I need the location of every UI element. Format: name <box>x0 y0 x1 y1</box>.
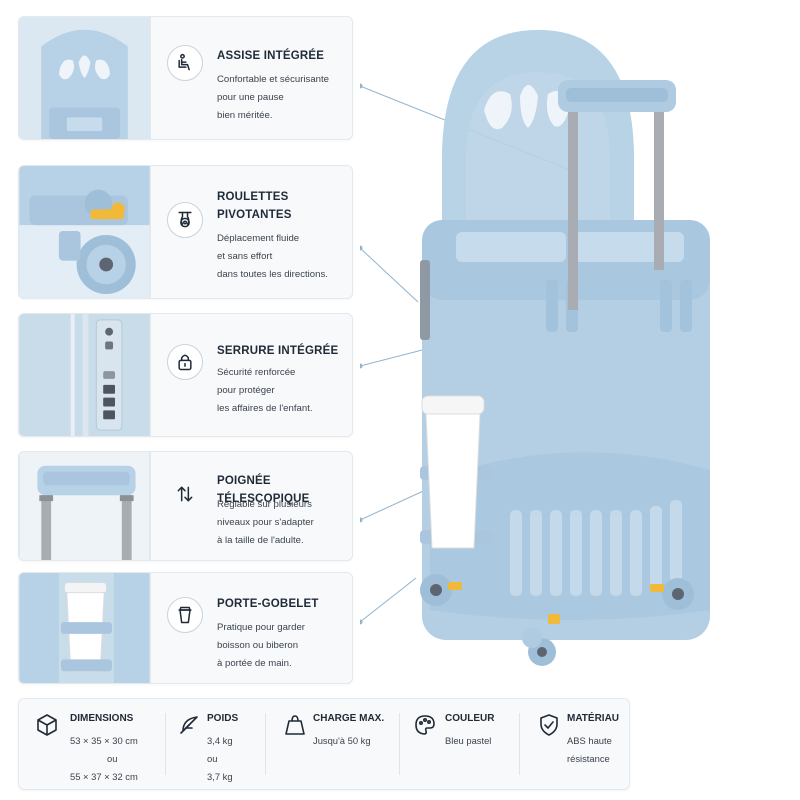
spec-label: MATÉRIAU <box>567 713 620 724</box>
feature-line: pour protéger <box>217 385 275 396</box>
spec-value: ou <box>107 753 118 764</box>
spec-value: 55 × 37 × 32 cm <box>70 771 138 782</box>
feature-card-wheels: ROULETTES PIVOTANTES Déplacement fluide … <box>18 165 353 299</box>
padlock-icon <box>167 344 203 380</box>
feather-icon <box>177 713 201 737</box>
spec-divider <box>399 713 400 775</box>
wheels-thumbnail <box>19 166 151 298</box>
feature-line: Déplacement fluide <box>217 233 300 244</box>
feature-line: Réglable sur plusieurs <box>217 499 312 510</box>
feature-card-cupholder: PORTE-GOBELET Pratique pour garder boiss… <box>18 572 353 684</box>
spec-value: 3,7 kg <box>207 771 233 782</box>
feature-card-handle: POIGNÉE TÉLESCOPIQUE Réglable sur plusie… <box>18 451 353 561</box>
cupholder-thumbnail <box>19 573 151 683</box>
feature-title: SERRURE INTÉGRÉE <box>217 345 339 357</box>
spec-value: Jusqu'à 50 kg <box>313 735 371 746</box>
suitcase-product-image <box>360 10 790 680</box>
spec-value: ou <box>207 753 218 764</box>
feature-line: Sécurité renforcée <box>217 367 296 378</box>
wheels <box>420 574 694 666</box>
shield-check-icon <box>537 713 561 737</box>
feature-card-lock: SERRURE INTÉGRÉE Sécurité renforcée pour… <box>18 313 353 437</box>
feature-line: les affaires de l'enfant. <box>217 403 313 414</box>
feature-line: niveaux pour s'adapter <box>217 517 314 528</box>
spec-divider <box>519 713 520 775</box>
spec-label: POIDS <box>207 713 239 724</box>
feature-line: dans toutes les directions. <box>217 269 328 280</box>
feature-line: boisson ou biberon <box>217 640 299 651</box>
feature-line: Confortable et sécurisante <box>217 74 329 85</box>
feature-line: à la taille de l'adulte. <box>217 535 304 546</box>
handle-thumbnail <box>19 452 151 560</box>
spec-label: DIMENSIONS <box>70 713 134 724</box>
spec-max-load: CHARGE MAX. Jusqu'à 50 kg <box>283 711 385 781</box>
caster-wheel-icon <box>167 202 203 238</box>
weight-bag-icon <box>283 713 307 737</box>
seat-icon <box>167 45 203 81</box>
up-down-arrows-icon <box>167 476 203 512</box>
cup-icon <box>167 597 203 633</box>
spec-divider <box>165 713 166 775</box>
feature-line: pour une pause <box>217 92 284 103</box>
feature-line: et sans effort <box>217 251 273 262</box>
spec-value: 53 × 35 × 30 cm <box>70 735 138 746</box>
feature-title: ROULETTES PIVOTANTES <box>217 191 292 221</box>
feature-title: PORTE-GOBELET <box>217 598 319 610</box>
spec-color: COULEUR Bleu pastel <box>413 711 509 781</box>
spec-value: ABS haute <box>567 735 612 746</box>
feature-line: à portée de main. <box>217 658 292 669</box>
spec-value: 3,4 kg <box>207 735 233 746</box>
spec-divider <box>265 713 266 775</box>
spec-value: résistance <box>567 753 610 764</box>
spec-label: CHARGE MAX. <box>313 713 385 724</box>
feature-card-seat: ASSISE INTÉGRÉE Confortable et sécurisan… <box>18 16 353 140</box>
feature-title: POIGNÉE TÉLESCOPIQUE <box>217 475 310 505</box>
cube-icon <box>35 713 59 737</box>
spec-dimensions: DIMENSIONS 53 × 35 × 30 cm ou 55 × 37 × … <box>35 711 159 782</box>
palette-icon <box>413 713 437 737</box>
spec-weight: POIDS 3,4 kg ou 3,7 kg <box>177 711 267 782</box>
spec-value: Bleu pastel <box>445 735 492 746</box>
lock-thumbnail <box>19 314 151 436</box>
feature-title: ASSISE INTÉGRÉE <box>217 50 325 62</box>
spec-material: MATÉRIAU ABS haute résistance <box>537 711 627 781</box>
specs-bar: DIMENSIONS 53 × 35 × 30 cm ou 55 × 37 × … <box>18 698 630 790</box>
spec-label: COULEUR <box>445 713 495 724</box>
feature-line: bien méritée. <box>217 110 273 121</box>
feature-line: Pratique pour garder <box>217 622 305 633</box>
seat-thumbnail <box>19 17 151 139</box>
